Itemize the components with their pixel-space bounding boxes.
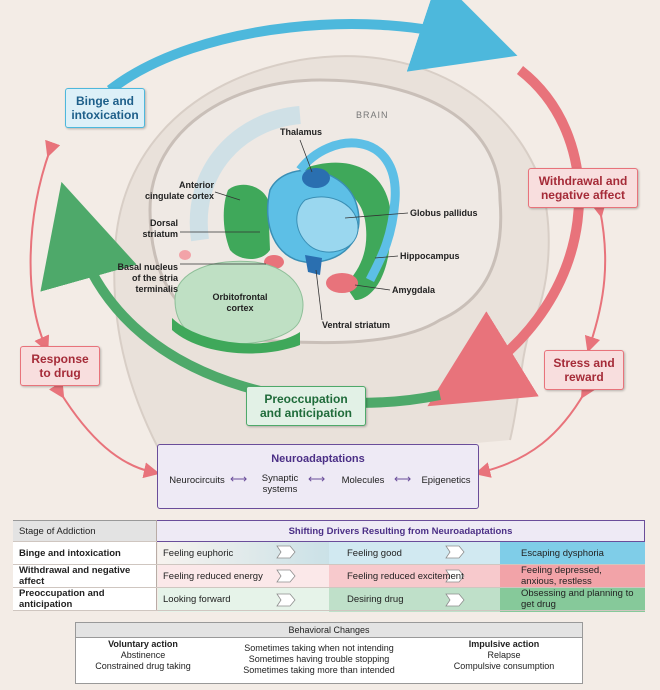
- arrow-stress-neuro: [474, 381, 596, 478]
- row-binge-cell-3: Escaping dysphoria: [511, 541, 645, 565]
- amygdala-shape: [326, 273, 358, 293]
- impulsive-line2: Compulsive consumption: [453, 661, 555, 671]
- voluntary-line1: Abstinence: [120, 650, 166, 660]
- header-drivers: Shifting Drivers Resulting from Neuroada…: [156, 520, 645, 542]
- neuro-arrow-2-icon: ⟷: [308, 472, 326, 486]
- arrow-binge-response: [29, 139, 61, 353]
- row-withdrawal-cell-1: Feeling reduced energy: [156, 564, 327, 588]
- impulsive-column: Impulsive action Relapse Compulsive cons…: [434, 639, 574, 672]
- table-row: Withdrawal and negative affect Feeling r…: [13, 564, 645, 588]
- neuro-epigenetics: Epigenetics: [421, 475, 471, 486]
- voluntary-title: Voluntary action: [108, 639, 178, 649]
- anterior-cingulate-shape: [223, 184, 270, 259]
- withdrawal-line1: Withdrawal and: [538, 174, 628, 188]
- table-row: Binge and intoxication Feeling euphoric …: [13, 541, 645, 565]
- stress-line2: reward: [564, 370, 604, 384]
- arrow-withdrawal-stress: [584, 200, 607, 353]
- voluntary-line2: Constrained drug taking: [95, 661, 191, 671]
- row-binge-cell-1: Feeling euphoric: [156, 541, 327, 565]
- brain-title: BRAIN: [356, 110, 389, 120]
- cingulate-ghost: [189, 106, 302, 242]
- middle-line2: Sometimes having trouble stopping: [248, 654, 390, 664]
- middle-line1: Sometimes taking when not intending: [244, 643, 394, 653]
- label-ventral-striatum: Ventral striatum: [322, 320, 391, 330]
- row-binge-stage: Binge and intoxication: [13, 541, 157, 565]
- orbitofrontal-base: [172, 318, 300, 354]
- table-row: Preoccupation and anticipation Looking f…: [13, 587, 645, 611]
- row-binge-cell-2: Feeling good: [327, 541, 511, 565]
- label-thalamus: Thalamus: [280, 127, 323, 137]
- leader-lines: [180, 139, 409, 321]
- globus-pallidus-shape: [296, 196, 359, 253]
- row-withdrawal-stage: Withdrawal and negative affect: [13, 564, 157, 588]
- voluntary-column: Voluntary action Abstinence Constrained …: [80, 639, 206, 672]
- cycle-arrow-red: [427, 66, 585, 407]
- cycle-arrow-green: [40, 181, 442, 408]
- neuro-arrow-1-icon: ⟷: [230, 472, 248, 486]
- neuro-arrow-3-icon: ⟷: [394, 472, 412, 486]
- withdrawal-line2: negative affect: [540, 188, 625, 202]
- behavioral-changes-box: Behavioral Changes Voluntary action Abst…: [75, 622, 583, 684]
- thalamus-shape: [302, 168, 330, 188]
- middle-line3: Sometimes taking more than intended: [243, 665, 395, 675]
- neuroadaptations-title: Neuroadaptations: [271, 453, 365, 465]
- arrow-response-neuro: [48, 380, 160, 479]
- row-preoccupation-cell-2: Desiring drug: [327, 587, 511, 611]
- label-hippocampus: Hippocampus: [400, 251, 460, 261]
- row-preoccupation-cell-1: Looking forward: [156, 587, 327, 611]
- neuroadaptations-box: Neuroadaptations Neurocircuits ⟷ Synapti…: [157, 444, 479, 509]
- behavioral-changes-title: Behavioral Changes: [76, 623, 582, 638]
- row-preoccupation-stage: Preoccupation and anticipation: [13, 587, 157, 611]
- stages-header-row: Stage of Addiction Shifting Drivers Resu…: [13, 520, 645, 542]
- label-anterior-cingulate-2: cingulate cortex: [144, 191, 214, 201]
- stress-line1: Stress and: [553, 356, 615, 370]
- label-basal-nucleus-2: of the stria: [131, 273, 178, 283]
- fornix-arc: [296, 138, 400, 283]
- neuro-synaptic: Synaptic: [261, 473, 299, 484]
- label-basal-nucleus-1: Basal nucleus: [117, 262, 178, 272]
- neuro-neurocircuits: Neurocircuits: [169, 475, 225, 486]
- stages-table: Stage of Addiction Shifting Drivers Resu…: [13, 520, 645, 611]
- hippocampus-shape: [300, 162, 392, 300]
- neuro-molecules: Molecules: [341, 475, 385, 486]
- binge-line1: Binge and: [75, 94, 134, 108]
- label-anterior-cingulate-1: Anterior: [178, 180, 214, 190]
- impulsive-line1: Relapse: [487, 650, 521, 660]
- label-dorsal-striatum-1: Dorsal: [149, 218, 178, 228]
- binge-line2: intoxication: [71, 108, 139, 122]
- middle-column: Sometimes taking when not intending Some…: [226, 643, 412, 676]
- label-dorsal-striatum-2: striatum: [142, 229, 178, 239]
- response-line2: to drug: [39, 366, 81, 380]
- label-orbitofrontal-1: Orbitofrontal: [212, 292, 268, 302]
- label-basal-nucleus-3: terminalis: [135, 284, 178, 294]
- header-stage: Stage of Addiction: [13, 520, 157, 542]
- label-amygdala: Amygdala: [392, 285, 436, 295]
- row-withdrawal-cell-2: Feeling reduced excitement: [327, 564, 511, 588]
- small-red-shape: [179, 250, 191, 260]
- label-globus-pallidus: Globus pallidus: [410, 208, 478, 218]
- cycle-arrow-blue: [106, 0, 518, 94]
- row-withdrawal-cell-3: Feeling depressed, anxious, restless: [511, 564, 645, 588]
- preoccupation-line2: and anticipation: [259, 406, 352, 420]
- row-preoccupation-cell-3: Obsessing and planning to get drug: [511, 587, 645, 611]
- preoccupation-line1: Preoccupation: [264, 392, 348, 406]
- neuro-systems: systems: [262, 484, 298, 495]
- response-line1: Response: [31, 352, 89, 366]
- ventral-striatum-shape: [305, 255, 322, 275]
- label-orbitofrontal-2: cortex: [226, 303, 254, 313]
- impulsive-title: Impulsive action: [468, 639, 540, 649]
